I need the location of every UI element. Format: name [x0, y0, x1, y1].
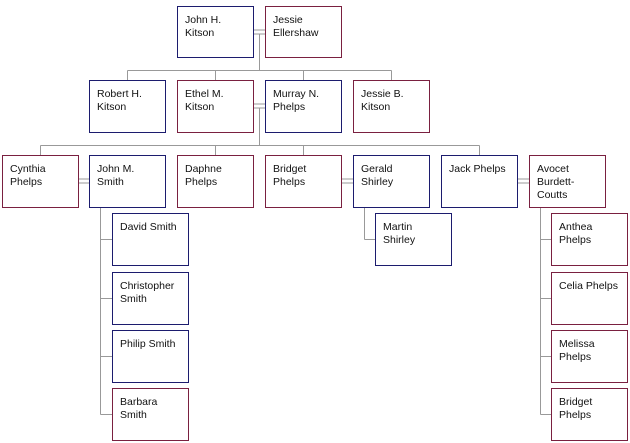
person-box-jack-phelps[interactable]: Jack Phelps [441, 155, 518, 208]
person-name: Philip Smith [120, 338, 176, 350]
person-name: Gerald Shirley [361, 163, 394, 188]
person-box-christopher-smith[interactable]: Christopher Smith [112, 272, 189, 325]
person-name: Jack Phelps [449, 163, 506, 175]
person-box-melissa-phelps[interactable]: Melissa Phelps [551, 330, 628, 383]
person-name: Jessie B. Kitson [361, 88, 404, 113]
person-box-avocet-burdett-coutts[interactable]: Avocet Burdett-Coutts [529, 155, 606, 208]
person-box-jessie-b-kitson[interactable]: Jessie B. Kitson [353, 80, 430, 133]
person-name: Cynthia Phelps [10, 163, 46, 188]
person-name: Martin Shirley [383, 221, 416, 246]
person-name: Bridget Phelps [273, 163, 307, 188]
person-box-ethel-m-kitson[interactable]: Ethel M. Kitson [177, 80, 254, 133]
person-box-bridget-phelps-2[interactable]: Bridget Phelps [551, 388, 628, 441]
person-box-bridget-phelps[interactable]: Bridget Phelps [265, 155, 342, 208]
person-box-daphne-phelps[interactable]: Daphne Phelps [177, 155, 254, 208]
person-name: John H. Kitson [185, 14, 222, 39]
person-box-john-h-kitson[interactable]: John H. Kitson [177, 6, 254, 58]
person-box-barbara-smith[interactable]: Barbara Smith [112, 388, 189, 441]
person-name: Anthea Phelps [559, 221, 593, 246]
person-name: Robert H. Kitson [97, 88, 142, 113]
person-name: David Smith [120, 221, 177, 233]
person-box-celia-phelps[interactable]: Celia Phelps [551, 272, 628, 325]
person-name: Murray N. Phelps [273, 88, 320, 113]
person-box-robert-h-kitson[interactable]: Robert H. Kitson [89, 80, 166, 133]
person-name: Avocet Burdett-Coutts [537, 163, 575, 201]
person-name: Bridget Phelps [559, 396, 593, 421]
person-box-martin-shirley[interactable]: Martin Shirley [375, 213, 452, 266]
person-name: Ethel M. Kitson [185, 88, 224, 113]
person-box-gerald-shirley[interactable]: Gerald Shirley [353, 155, 430, 208]
person-name: Jessie Ellershaw [273, 14, 319, 39]
person-name: John M. Smith [97, 163, 135, 188]
person-box-murray-n-phelps[interactable]: Murray N. Phelps [265, 80, 342, 133]
person-name: Daphne Phelps [185, 163, 222, 188]
person-box-jessie-ellershaw[interactable]: Jessie Ellershaw [265, 6, 342, 58]
person-name: Christopher Smith [120, 280, 175, 305]
person-box-david-smith[interactable]: David Smith [112, 213, 189, 266]
person-name: Melissa Phelps [559, 338, 595, 363]
person-box-cynthia-phelps[interactable]: Cynthia Phelps [2, 155, 79, 208]
person-box-anthea-phelps[interactable]: Anthea Phelps [551, 213, 628, 266]
person-box-philip-smith[interactable]: Philip Smith [112, 330, 189, 383]
person-name: Barbara Smith [120, 396, 158, 421]
person-name: Celia Phelps [559, 280, 618, 292]
person-box-john-m-smith[interactable]: John M. Smith [89, 155, 166, 208]
